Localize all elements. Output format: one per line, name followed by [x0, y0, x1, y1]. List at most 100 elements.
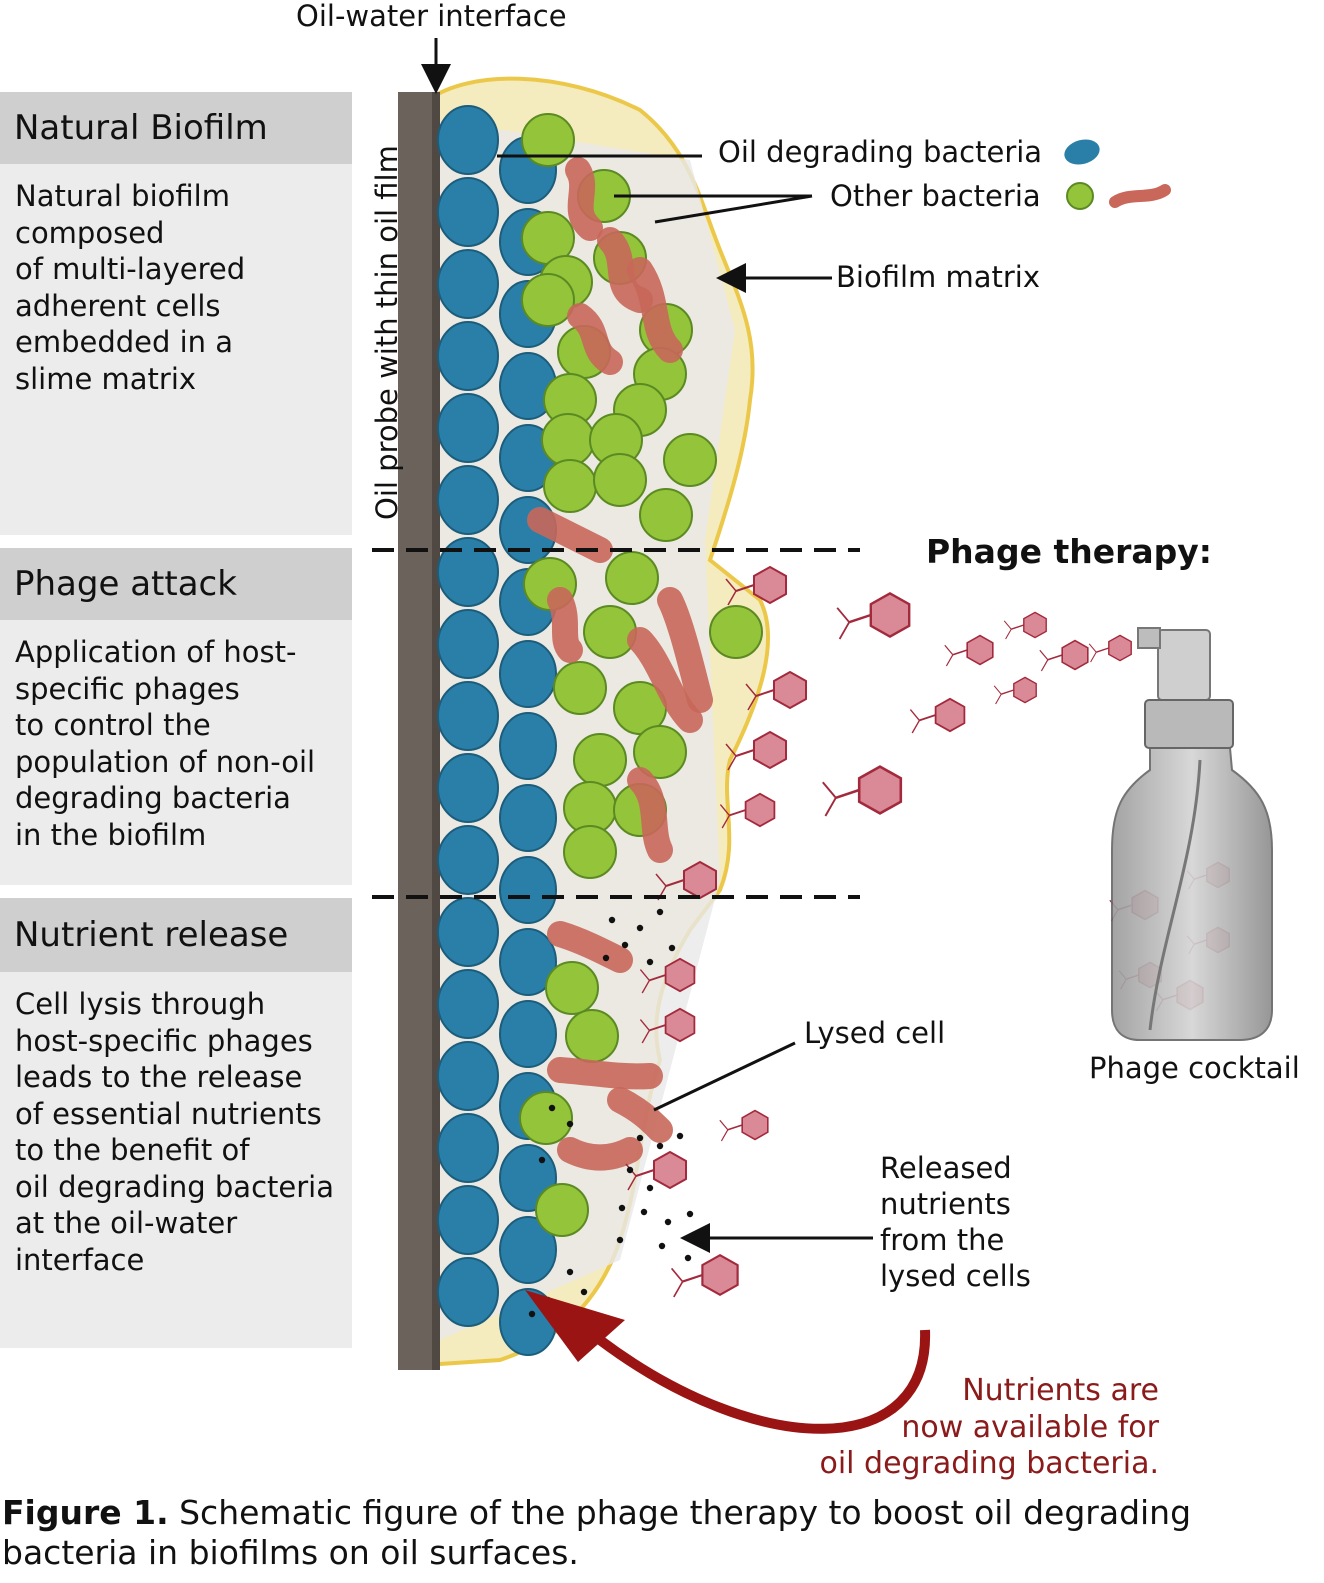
phage-tail	[1010, 624, 1025, 630]
phage-tail	[919, 714, 936, 722]
green-bacteria-cell	[563, 825, 617, 879]
phage-leg	[727, 755, 737, 771]
phage-tail	[649, 1024, 666, 1032]
phage-tail	[1095, 647, 1110, 653]
oil-bacteria-cell	[437, 609, 499, 679]
phage-leg	[725, 578, 737, 592]
phage-particle	[993, 676, 1037, 705]
nutrient-dot	[621, 941, 629, 949]
phage-tail	[727, 1124, 743, 1131]
nutrient-dot	[566, 1120, 574, 1128]
phage-head	[1013, 676, 1037, 704]
green-bacteria-legend-icon	[1066, 182, 1094, 210]
phage-leg	[824, 797, 837, 817]
phage-tail	[1047, 654, 1063, 661]
caption-text: Schematic figure of the phage therapy to…	[2, 1493, 1192, 1572]
oil-bacteria-cell	[437, 465, 499, 535]
oil-bacteria-cell	[499, 928, 557, 996]
phage-tail	[755, 689, 775, 697]
phage-therapy-title: Phage therapy:	[926, 532, 1212, 571]
green-bacteria-cell	[573, 733, 627, 787]
green-bacteria-cell	[535, 1183, 589, 1237]
green-bacteria-cell	[545, 961, 599, 1015]
phage-particle	[639, 957, 696, 994]
phage-head	[653, 1150, 687, 1190]
phage-leg	[1005, 628, 1012, 640]
oil-bacteria-cell	[499, 640, 557, 708]
red-bacteria-cell	[567, 303, 623, 375]
phage-cocktail-label: Phage cocktail	[1089, 1051, 1300, 1085]
phage-particle	[822, 765, 903, 817]
oil-bacteria-cell	[437, 393, 499, 463]
caption-label: Figure 1.	[2, 1493, 169, 1532]
phage-particle	[725, 565, 787, 606]
phage-tail	[735, 584, 755, 592]
red-bacteria-legend-icon	[1109, 184, 1171, 208]
phage-leg	[747, 695, 757, 711]
green-bacteria-cell	[633, 725, 687, 779]
oil-bacteria-cell	[437, 537, 499, 607]
red-bacteria-cell	[565, 157, 603, 241]
phage-particle	[944, 634, 994, 667]
other-bacteria-label: Other bacteria	[830, 179, 1041, 213]
green-bacteria-cell	[565, 1009, 619, 1063]
nutrient-availability-note: Nutrients are now available for oil degr…	[819, 1373, 1159, 1481]
figure-caption: Figure 1. Schematic figure of the phage …	[2, 1493, 1324, 1573]
phage-leg	[822, 781, 837, 799]
phage-leg	[909, 709, 920, 721]
phage-leg	[721, 815, 730, 829]
oil-bacteria-cell	[437, 825, 499, 895]
oil-bacteria-cell	[437, 969, 499, 1039]
nutrient-dot	[664, 1218, 672, 1226]
phage-particle	[1039, 639, 1089, 672]
panel-phage-attack: Phage attack Application of host- specif…	[0, 548, 352, 885]
nutrient-dot	[626, 1166, 634, 1174]
green-bacteria-cell	[663, 433, 717, 487]
nutrient-dot	[538, 1156, 546, 1164]
oil-bacteria-cell	[437, 1185, 499, 1255]
oil-bacteria-label: Oil degrading bacteria	[718, 135, 1043, 169]
phage-tail	[1000, 689, 1015, 695]
green-bacteria-cell	[521, 113, 575, 167]
phage-particle	[1003, 611, 1047, 640]
released-nutrients-label: Released nutrients from the lysed cells	[880, 1151, 1031, 1293]
phage-head	[857, 765, 903, 815]
red-bacteria-cell	[547, 921, 633, 973]
phage-leg	[727, 590, 737, 606]
red-bacteria-cell	[627, 257, 683, 363]
green-bacteria-cell	[553, 661, 607, 715]
phage-particle	[719, 1109, 769, 1142]
phage-head	[773, 670, 807, 710]
nutrient-dot	[668, 944, 676, 952]
nutrient-dot	[656, 908, 664, 916]
panel-title: Phage attack	[0, 548, 352, 620]
nutrient-dot	[646, 958, 654, 966]
phage-leg	[836, 607, 850, 623]
phage-tail	[635, 1169, 655, 1177]
oil-bacteria-legend-icon	[1064, 139, 1100, 165]
nutrient-dot	[658, 1242, 666, 1250]
phage-leg	[995, 693, 1002, 705]
phage-head	[741, 1109, 769, 1141]
phage-head	[934, 697, 966, 733]
phage-tail	[735, 749, 755, 757]
phage-leg	[1088, 643, 1097, 653]
phage-leg	[1090, 651, 1097, 663]
red-bacteria-cell	[557, 1137, 643, 1171]
green-bacteria-cell	[709, 605, 763, 659]
red-bacteria-cell	[527, 507, 613, 563]
phage-head	[701, 1253, 739, 1297]
green-bacteria-cell	[521, 273, 575, 327]
phage-particle	[625, 1150, 687, 1191]
nutrient-dot	[602, 954, 610, 962]
panel-text: Application of host- specific phages to …	[15, 635, 316, 852]
oil-bacteria-cell	[437, 1113, 499, 1183]
phage-particle	[1088, 634, 1132, 663]
oil-bacteria-cell	[437, 177, 499, 247]
phage-leg	[627, 1175, 637, 1191]
oil-bacteria-cell	[499, 1000, 557, 1068]
phage-head	[753, 730, 787, 770]
phage-particle	[639, 1007, 696, 1044]
matrix-label: Biofilm matrix	[836, 260, 1041, 294]
